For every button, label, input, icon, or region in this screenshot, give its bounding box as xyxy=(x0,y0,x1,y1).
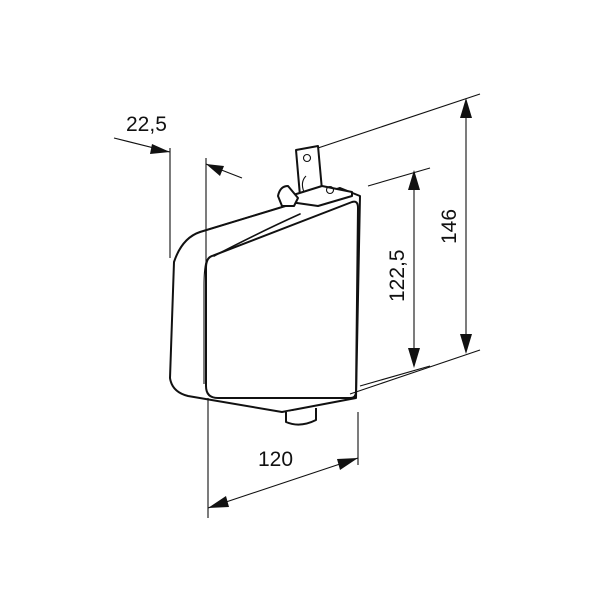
bracket-clip xyxy=(277,185,299,207)
bottom-outlet xyxy=(285,408,317,426)
inner-height-dimension-label: 122,5 xyxy=(386,249,409,302)
housing-bevel xyxy=(203,261,207,384)
outer-height-dimension-label: 146 xyxy=(438,209,461,244)
dimension-inner-height: 122,5 xyxy=(386,170,420,368)
dimension-width: 120 xyxy=(207,448,359,509)
dimension-outer-height: 146 xyxy=(438,98,472,354)
width-dimension-label: 120 xyxy=(258,448,293,471)
extension-lines xyxy=(169,93,481,518)
housing xyxy=(169,145,361,426)
housing-front-face xyxy=(205,200,359,399)
housing-top-edge xyxy=(199,203,293,233)
mounting-bracket xyxy=(277,145,353,207)
dimension-depth: 22,5 xyxy=(113,113,243,179)
depth-dimension-label: 22,5 xyxy=(126,113,167,136)
